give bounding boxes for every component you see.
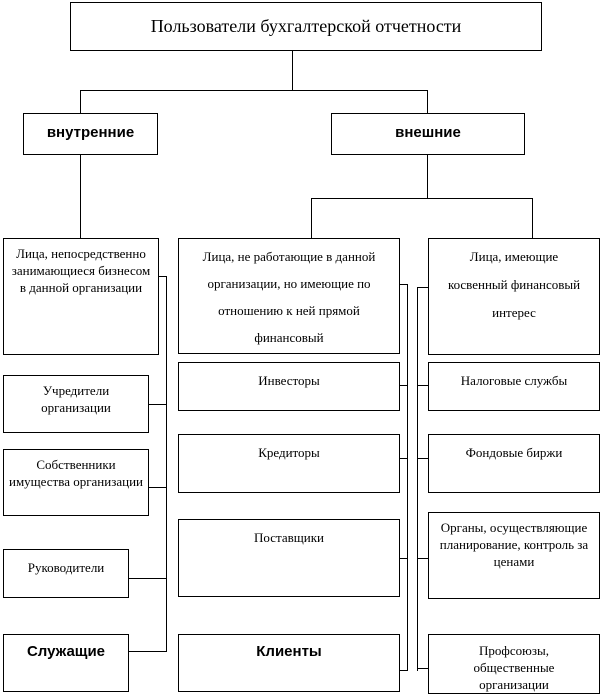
indirect-item: Фондовые биржи xyxy=(428,434,600,493)
connector xyxy=(148,487,166,488)
connector xyxy=(417,287,418,671)
connector xyxy=(417,287,428,288)
indirect-item: Налоговые службы xyxy=(428,362,600,411)
indirect-header: Лица, имеющие косвенный финансовый интер… xyxy=(428,238,600,355)
connector xyxy=(311,198,533,199)
internal-item: Учредители организации xyxy=(3,375,149,433)
internal-item: Руководители xyxy=(3,549,129,598)
internal-item: Собственники имущества организации xyxy=(3,449,149,516)
connector xyxy=(399,558,407,559)
connector xyxy=(80,154,81,238)
connector xyxy=(417,385,428,386)
connector xyxy=(532,198,533,238)
group-internal: внутренние xyxy=(23,113,158,155)
connector xyxy=(399,284,407,285)
connector xyxy=(148,404,166,405)
direct-header: Лица, не работающие в данной организации… xyxy=(178,238,400,354)
connector xyxy=(417,458,428,459)
direct-item: Кредиторы xyxy=(178,434,400,493)
internal-item: Служащие xyxy=(3,634,129,692)
connector xyxy=(128,578,166,579)
connector xyxy=(80,90,81,113)
connector xyxy=(399,385,407,386)
indirect-item: Профсоюзы, общественные организации xyxy=(428,634,600,694)
connector xyxy=(80,90,428,91)
title-box: Пользователи бухгалтерской отчетности xyxy=(70,2,542,51)
connector xyxy=(292,50,293,90)
connector xyxy=(128,651,166,652)
connector xyxy=(399,458,407,459)
connector xyxy=(311,198,312,238)
connector xyxy=(407,284,408,671)
indirect-item: Органы, осуществляющие планирование, кон… xyxy=(428,512,600,599)
connector xyxy=(427,154,428,198)
direct-item: Клиенты xyxy=(178,634,400,692)
direct-item: Инвесторы xyxy=(178,362,400,411)
internal-item: Лица, непосредственно занимающиеся бизне… xyxy=(3,238,159,355)
group-external: внешние xyxy=(331,113,525,155)
connector xyxy=(427,90,428,113)
connector xyxy=(399,670,407,671)
connector xyxy=(158,276,166,277)
connector xyxy=(417,668,428,669)
connector xyxy=(166,276,167,652)
connector xyxy=(417,558,428,559)
direct-item: Поставщики xyxy=(178,519,400,597)
